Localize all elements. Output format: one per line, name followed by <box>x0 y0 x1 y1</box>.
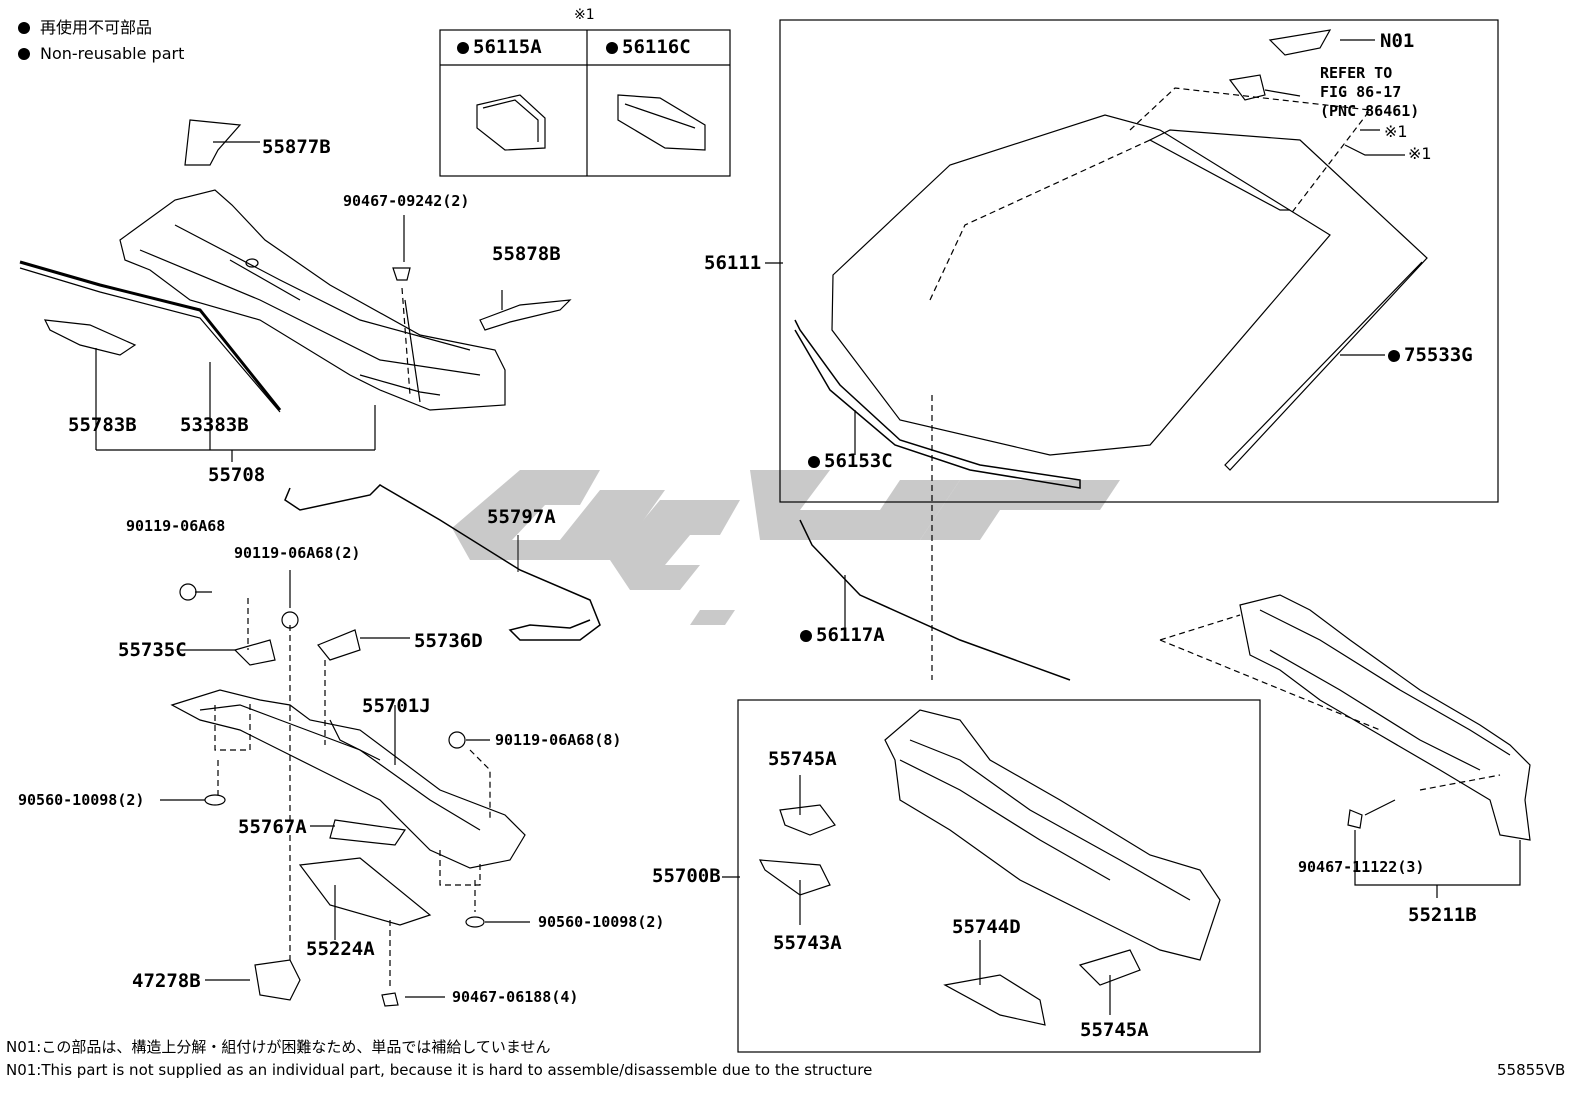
part-label: 90119-06A68 <box>126 517 226 535</box>
part-label: 90560-10098(2) <box>538 913 665 931</box>
part-label: 55767A <box>238 816 307 838</box>
part-label: 90119-06A68(2) <box>234 544 361 562</box>
legend-jp-text: 再使用不可部品 <box>40 18 153 37</box>
bullet-icon <box>18 48 30 60</box>
part-label: 55735C <box>118 639 187 661</box>
bullet-icon <box>800 630 812 642</box>
refer-note-line3: (PNC 86461) <box>1320 102 1420 120</box>
part-label: 56111 <box>704 252 762 274</box>
part-label: 55224A <box>306 938 375 960</box>
legend-jp: 再使用不可部品 <box>18 20 152 36</box>
part-label: 55211B <box>1408 904 1477 926</box>
part-label: 55878B <box>492 243 561 265</box>
inset-table-mark: ※1 <box>574 7 595 23</box>
part-label: 55783B <box>68 414 137 436</box>
part-label: 90560-10098(2) <box>18 791 145 809</box>
mark-label: ※1 <box>1408 144 1432 163</box>
windshield-frame <box>779 19 1499 503</box>
part-label: 55743A <box>773 932 842 954</box>
refer-note-line1: REFER TO <box>1320 64 1393 82</box>
inset-col1-text: 56115A <box>473 36 542 58</box>
part-label: 90119-06A68(8) <box>495 731 622 749</box>
part-label-text: 56153C <box>824 450 893 472</box>
part-label: 55701J <box>362 695 431 717</box>
part-label: 55877B <box>262 136 331 158</box>
bullet-icon <box>18 22 30 34</box>
part-label: 90467-09242(2) <box>343 192 470 210</box>
part-label: 53383B <box>180 414 249 436</box>
cowl-assembly-frame <box>737 699 1261 1053</box>
part-label: 55745A <box>1080 1019 1149 1041</box>
bullet-icon <box>1388 350 1400 362</box>
watermark-logo <box>452 470 1120 625</box>
mark-label: ※1 <box>1384 122 1408 141</box>
part-label: 90467-11122(3) <box>1298 858 1425 876</box>
part-label-text: 56117A <box>816 624 885 646</box>
part-label: 75533G <box>1388 346 1473 365</box>
part-label: 55797A <box>487 506 556 528</box>
part-label: 90467-06188(4) <box>452 988 579 1006</box>
part-label: 55744D <box>952 916 1021 938</box>
footer-note-en: N01:This part is not supplied as an indi… <box>6 1061 873 1079</box>
footer-note-jp: N01:この部品は、構造上分解・組付けが困難なため、単品では補給していません <box>6 1038 551 1056</box>
inset-col2-label: 56116C <box>606 38 691 57</box>
legend-en: Non-reusable part <box>18 46 184 62</box>
bullet-icon <box>457 42 469 54</box>
cowl-panel-shape <box>119 189 506 411</box>
part-label: 47278B <box>132 970 201 992</box>
bullet-icon <box>808 456 820 468</box>
part-label: N01 <box>1380 30 1415 52</box>
part-label: 55708 <box>208 464 266 486</box>
inset-col2-text: 56116C <box>622 36 691 58</box>
legend-en-text: Non-reusable part <box>40 44 185 63</box>
part-label: 56153C <box>808 452 893 471</box>
bullet-icon <box>606 42 618 54</box>
figure-code: 55855VB <box>1497 1061 1566 1079</box>
part-label: 55745A <box>768 748 837 770</box>
part-label: 56117A <box>800 626 885 645</box>
part-label: 55700B <box>652 865 721 887</box>
part-label-text: 75533G <box>1404 344 1473 366</box>
inset-col1-label: 56115A <box>457 38 542 57</box>
refer-note-line2: FIG 86-17 <box>1320 83 1402 101</box>
inset-table-frame <box>439 29 731 177</box>
part-label: 55736D <box>414 630 483 652</box>
